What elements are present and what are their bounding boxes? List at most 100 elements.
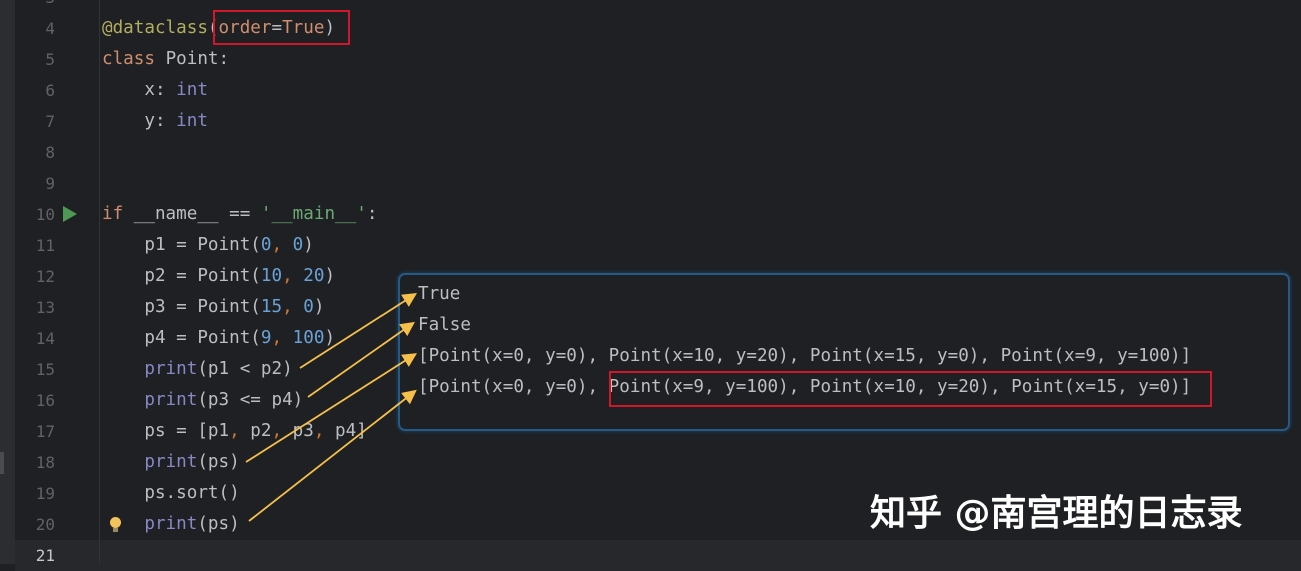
- code-line[interactable]: 14 p4 = Point(9, 100): [0, 323, 1301, 354]
- watermark: 知乎 @南宫理的日志录: [870, 493, 1243, 534]
- code-line[interactable]: 9: [0, 168, 1301, 199]
- code-line[interactable]: 13 p3 = Point(15, 0): [0, 292, 1301, 323]
- code-line[interactable]: 3: [0, 0, 1301, 13]
- code-token: (p3 <= p4): [197, 390, 304, 410]
- code-token: 10: [260, 266, 283, 286]
- code-line[interactable]: 17 ps = [p1, p2, p3, p4]: [0, 416, 1301, 447]
- arrow-line18: [245, 353, 418, 463]
- code-text: p1 = Point(0, 0): [102, 230, 314, 261]
- line-number: 20: [35, 515, 55, 534]
- code-line[interactable]: 18 print(ps): [0, 447, 1301, 478]
- code-token: 0: [303, 297, 314, 317]
- code-text: print(p3 <= p4): [102, 385, 303, 416]
- code-token: print: [144, 452, 198, 472]
- line-number: 7: [45, 112, 55, 131]
- code-token: class: [102, 49, 166, 69]
- output-line: [Point(x=0, y=0), Point(x=10, y=20), Poi…: [418, 346, 1192, 366]
- code-text: y: int: [102, 106, 208, 137]
- code-token: int: [176, 111, 208, 131]
- code-token: p1 = Point(: [102, 235, 261, 255]
- code-line[interactable]: 4 @dataclass(order=True): [0, 13, 1301, 44]
- output-line: [Point(x=0, y=0), Point(x=9, y=100), Poi…: [418, 377, 1192, 397]
- code-token: ps = [p1: [102, 421, 230, 441]
- code-token: print: [144, 390, 198, 410]
- code-line[interactable]: 7 y: int: [0, 106, 1301, 137]
- code-text: print(ps): [102, 509, 240, 540]
- code-line[interactable]: 8: [0, 137, 1301, 168]
- code-token: =: [271, 18, 283, 38]
- left-tool-strip: [0, 0, 15, 564]
- code-token: y:: [102, 111, 177, 131]
- code-token: x:: [102, 80, 177, 100]
- arrow-line16: [307, 321, 415, 398]
- code-token: ): [313, 297, 325, 317]
- line-number: 6: [45, 81, 55, 100]
- code-token: print: [144, 359, 198, 379]
- line-number: 3: [15, 0, 55, 13]
- line-number: 12: [35, 267, 55, 286]
- code-text: print(p1 < p2): [102, 354, 293, 385]
- line-number: 5: [45, 50, 55, 69]
- code-token: 0: [260, 235, 272, 255]
- code-token: print: [144, 514, 198, 534]
- tool-strip-handle[interactable]: [0, 452, 4, 474]
- code-token: ): [324, 266, 336, 286]
- code-line[interactable]: 16 print(p3 <= p4): [0, 385, 1301, 416]
- code-token: 100: [292, 328, 325, 348]
- code-token: __name__ ==: [133, 204, 261, 224]
- code-token: p3 = Point(: [102, 297, 261, 317]
- line-number: 8: [45, 143, 55, 162]
- code-text: p3 = Point(15, 0): [102, 292, 324, 323]
- code-token: 0: [292, 235, 304, 255]
- code-token: 9: [260, 328, 272, 348]
- code-token: :: [366, 204, 378, 224]
- lightbulb-icon[interactable]: [110, 517, 121, 532]
- highlight-sorted-points: [609, 371, 1212, 407]
- code-text: x: int: [102, 75, 208, 106]
- code-text: ps.sort(): [102, 478, 240, 509]
- code-text: class Point:: [102, 44, 229, 75]
- line-number: 9: [45, 174, 55, 193]
- code-token: @dataclass: [102, 18, 208, 38]
- output-panel: [398, 273, 1290, 431]
- code-token: p4 = Point(: [102, 328, 261, 348]
- code-token: p3: [292, 421, 314, 441]
- code-token: if: [102, 204, 134, 224]
- code-line[interactable]: 20 print(ps): [0, 509, 1301, 540]
- code-token: '__main__': [260, 204, 367, 224]
- code-token: (p1 < p2): [197, 359, 293, 379]
- line-number: 14: [35, 329, 55, 348]
- output-line: True: [418, 284, 461, 304]
- code-token: ): [324, 328, 336, 348]
- code-line[interactable]: 19 ps.sort(): [0, 478, 1301, 509]
- code-line[interactable]: 11 p1 = Point(0, 0): [0, 230, 1301, 261]
- code-token: ,: [271, 328, 293, 348]
- code-token: int: [176, 80, 208, 100]
- line-number: 13: [35, 298, 55, 317]
- code-line[interactable]: 21: [0, 540, 1301, 571]
- line-number: 19: [35, 484, 55, 503]
- code-token: (ps): [197, 452, 240, 472]
- code-token: (ps): [197, 514, 240, 534]
- line-number: 4: [45, 19, 55, 38]
- code-token: ps.sort(): [102, 483, 240, 503]
- line-number: 11: [35, 236, 55, 255]
- code-text: print(ps): [102, 447, 240, 478]
- run-icon[interactable]: [63, 206, 77, 222]
- line-number: 15: [35, 360, 55, 379]
- code-text: p2 = Point(10, 20): [102, 261, 335, 292]
- code-token: ,: [282, 297, 304, 317]
- code-token: p2: [250, 421, 272, 441]
- code-line[interactable]: 6 x: int: [0, 75, 1301, 106]
- code-line[interactable]: 15 print(p1 < p2): [0, 354, 1301, 385]
- code-token: True: [282, 18, 325, 38]
- line-number: 21: [35, 546, 55, 565]
- code-token: 20: [303, 266, 325, 286]
- code-line[interactable]: 5 class Point:: [0, 44, 1301, 75]
- gutter-divider: [99, 0, 100, 564]
- code-token: ,: [313, 421, 336, 441]
- code-line[interactable]: 12 p2 = Point(10, 20): [0, 261, 1301, 292]
- code-token: ,: [271, 235, 293, 255]
- code-text: @dataclass(order=True): [102, 13, 335, 44]
